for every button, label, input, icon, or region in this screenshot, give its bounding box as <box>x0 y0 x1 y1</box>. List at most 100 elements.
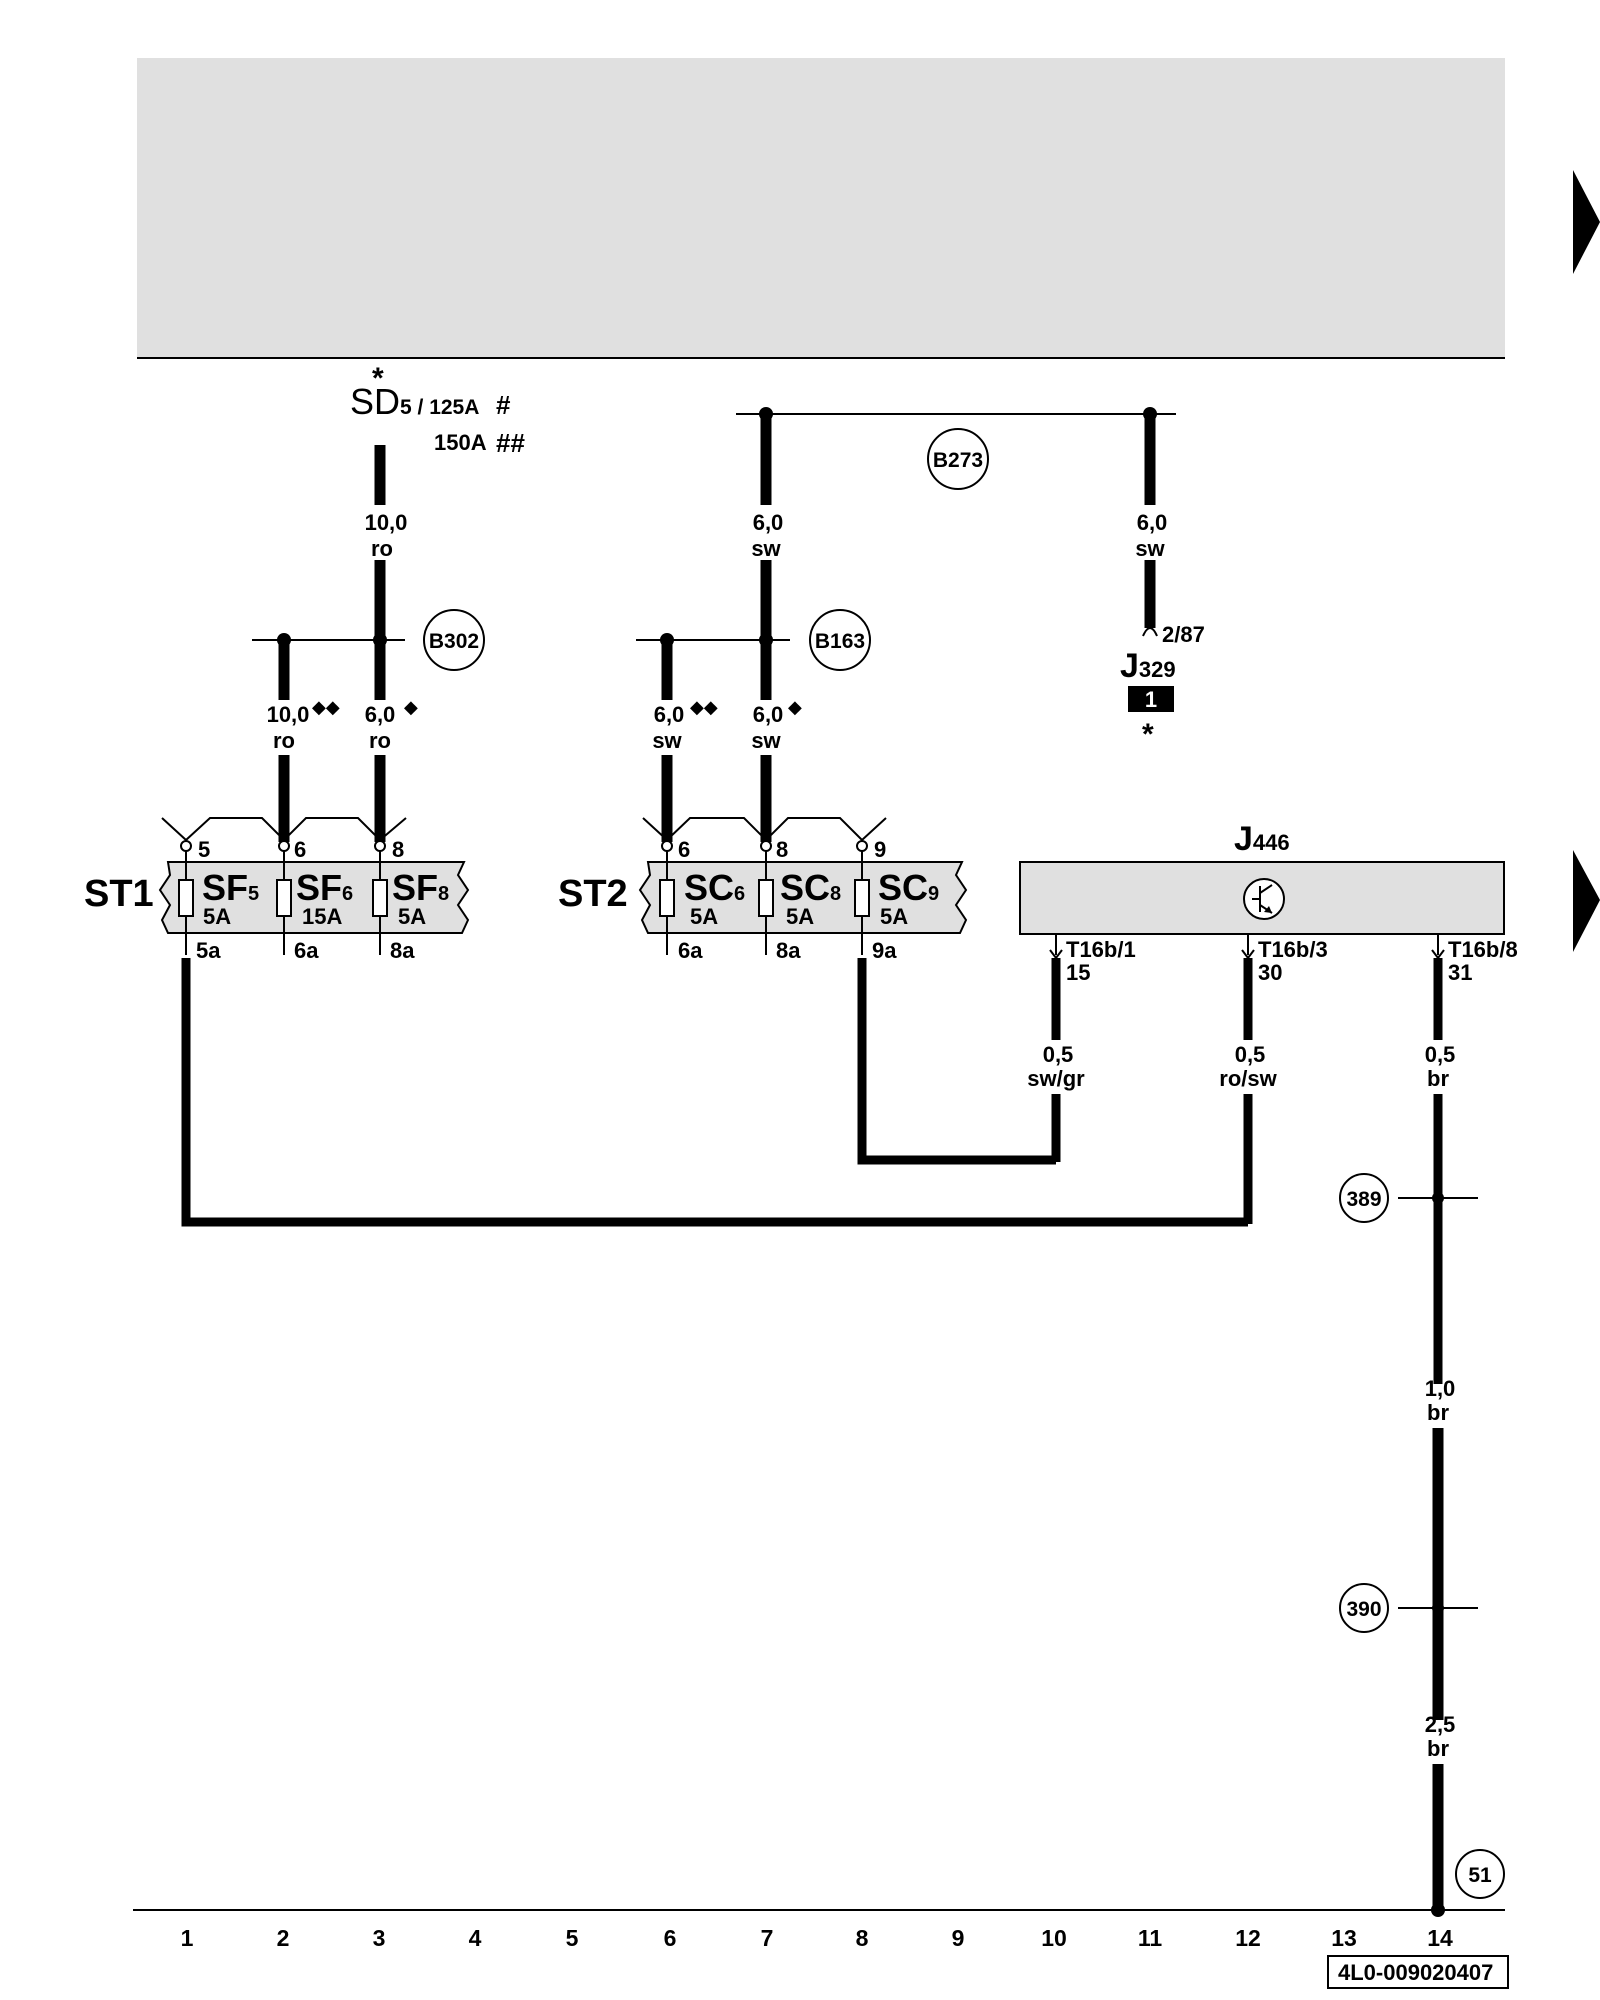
index-10: 10 <box>1041 1925 1067 1951</box>
st2-label: ST2 <box>558 873 628 915</box>
wire-st2-8-mark: ◆ <box>788 697 802 717</box>
index-4: 4 <box>469 1925 482 1951</box>
wire-t3-color: ro/sw <box>1219 1066 1277 1091</box>
index-8: 8 <box>856 1925 869 1951</box>
node-390 <box>1432 1602 1444 1614</box>
wire-b273-left-size: 6,0 <box>753 510 784 535</box>
wire-t8-size: 0,5 <box>1425 1042 1456 1067</box>
connector-t16b1: T16b/1 15 <box>1049 934 1136 985</box>
index-1: 1 <box>181 1925 194 1951</box>
wire-st1-6-mark: ◆◆ <box>312 697 340 717</box>
fuse-sf5-name: SF5 <box>202 867 259 908</box>
fuse-sf6-out: 6a <box>294 938 319 963</box>
circle-b163-label: B163 <box>815 630 865 653</box>
wire-gnd1-size: 1,0 <box>1425 1376 1456 1401</box>
fuse-sf6-rating: 15A <box>302 904 342 929</box>
fuse-sc8: SC8 5A 8 8a <box>758 837 841 963</box>
fuse-sc9-element <box>854 879 870 917</box>
wire-sd-size: 10,0 <box>365 510 408 535</box>
connector-t16b3: T16b/3 30 <box>1241 934 1328 985</box>
ref-box <box>1327 1955 1509 1989</box>
wire-st2-8-size: 6,0 <box>753 702 784 727</box>
connector-t16b8: T16b/8 31 <box>1431 934 1518 985</box>
continue-arrow-middle-icon <box>1573 850 1600 952</box>
sd-mark-1: # <box>496 390 511 420</box>
fuse-sc6-element <box>659 879 675 917</box>
index-14: 14 <box>1427 1925 1453 1951</box>
circle-51 <box>1455 1849 1505 1899</box>
fuse-sc8-rating: 5A <box>786 904 814 929</box>
wire-9a-to-t16b1 <box>857 958 1056 1165</box>
ref-number: 4L0-009020407 <box>1338 1960 1493 1985</box>
j329-pin: 2/87 <box>1162 622 1205 647</box>
j446-label: J446 <box>1234 820 1290 858</box>
st1-box <box>158 861 470 934</box>
index-6: 6 <box>664 1925 677 1951</box>
fuse-sc9: SC9 5A 9 9a <box>854 837 939 963</box>
index-9: 9 <box>952 1925 965 1951</box>
fuse-sf8-rating: 5A <box>398 904 426 929</box>
circle-390-label: 390 <box>1346 1598 1381 1621</box>
fuse-sf5-rating: 5A <box>203 904 231 929</box>
circle-b302-label: B302 <box>429 630 479 653</box>
wire-st2-6-color: sw <box>652 728 682 753</box>
circle-b273 <box>927 428 989 490</box>
st2-box <box>638 861 968 934</box>
circle-51-label: 51 <box>1468 1864 1492 1887</box>
j329-label: J329 <box>1120 647 1176 685</box>
wire-5a-to-t16b3 <box>181 958 1248 1227</box>
index-13: 13 <box>1331 1925 1357 1951</box>
connector-t16b3-term: 30 <box>1258 960 1282 985</box>
circle-b273-label: B273 <box>933 449 983 472</box>
st1-label: ST1 <box>84 873 154 915</box>
fuse-sc8-name: SC8 <box>780 867 841 908</box>
wire-b273-right-size: 6,0 <box>1137 510 1168 535</box>
fuse-sf5-in: 5 <box>198 837 210 862</box>
index-11: 11 <box>1138 1925 1163 1951</box>
index-7: 7 <box>761 1925 774 1951</box>
fuse-sc9-out: 9a <box>872 938 897 963</box>
wire-st1-8-color: ro <box>369 728 391 753</box>
wire-st1-8-size: 6,0 <box>365 702 396 727</box>
sd-asterisk: * <box>372 362 384 395</box>
wire-t1-color: sw/gr <box>1027 1066 1085 1091</box>
wire-st2-6-size: 6,0 <box>654 702 685 727</box>
index-3: 3 <box>373 1925 386 1951</box>
wire-t1-size: 0,5 <box>1043 1042 1074 1067</box>
fuse-sc6-out: 6a <box>678 938 703 963</box>
connector-t16b8-term: 31 <box>1448 960 1472 985</box>
connector-t16b1-pin: T16b/1 <box>1066 937 1136 962</box>
header-area <box>137 58 1505 358</box>
sd-label: SD5 / 125A <box>350 381 479 422</box>
connector-t16b3-pin: T16b/3 <box>1258 937 1328 962</box>
index-5: 5 <box>566 1925 579 1951</box>
connector-t16b1-term: 15 <box>1066 960 1090 985</box>
wire-t3-size: 0,5 <box>1235 1042 1266 1067</box>
circle-389-label: 389 <box>1346 1188 1381 1211</box>
wire-gnd2-color: br <box>1427 1736 1449 1761</box>
wire-st1-6-color: ro <box>273 728 295 753</box>
fuse-sf6: SF6 15A 6 6a <box>276 837 353 963</box>
circle-390 <box>1339 1583 1389 1633</box>
fuse-sf5: SF5 5A 5 5a <box>178 837 259 963</box>
fuse-sc6-rating: 5A <box>690 904 718 929</box>
circle-b302 <box>423 609 485 671</box>
continue-arrow-top-icon <box>1573 170 1600 274</box>
circle-b163 <box>809 609 871 671</box>
j329-terminal <box>1142 627 1158 637</box>
wire-b273-left-color: sw <box>751 536 781 561</box>
fuse-sf8-name: SF8 <box>392 867 449 908</box>
footer-index: 1 2 3 4 5 6 7 8 9 10 11 12 13 14 <box>181 1925 1453 1951</box>
wire-st1-8-mark: ◆ <box>404 697 418 717</box>
fuse-sf5-out: 5a <box>196 938 221 963</box>
fuse-sc6-name: SC6 <box>684 867 745 908</box>
wire-gnd1-color: br <box>1427 1400 1449 1425</box>
fuse-sf8: SF8 5A 8 8a <box>372 837 449 963</box>
wire-gnd2-size: 2,5 <box>1425 1712 1456 1737</box>
sd-alt-rating: 150A <box>434 430 487 455</box>
fuse-sc9-name: SC9 <box>878 867 939 908</box>
fuse-sf8-out: 8a <box>390 938 415 963</box>
fuse-sf6-name: SF6 <box>296 867 353 908</box>
wire-sd-color: ro <box>371 536 393 561</box>
